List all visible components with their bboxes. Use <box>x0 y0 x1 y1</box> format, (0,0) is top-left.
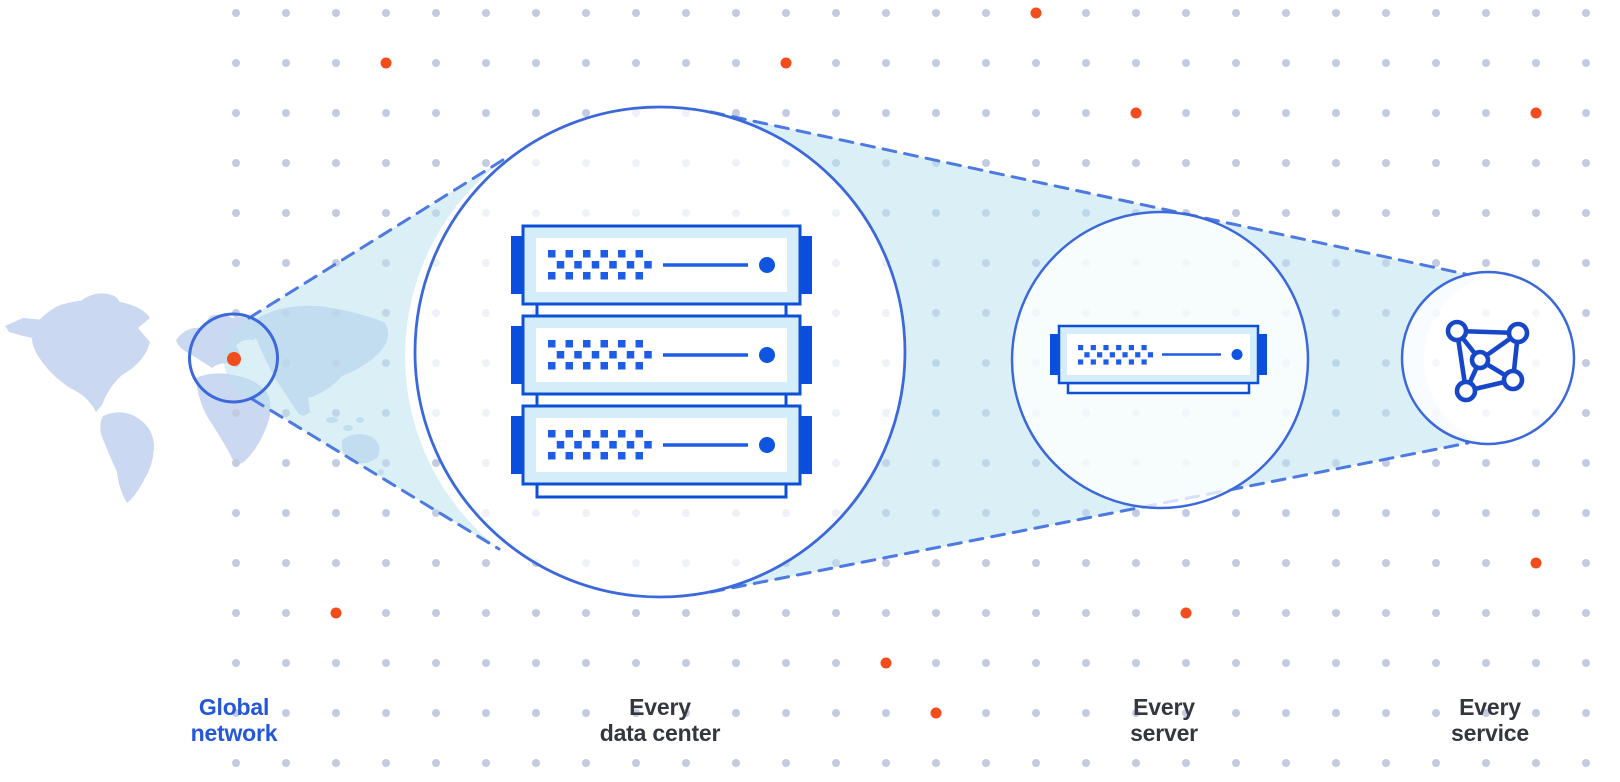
orange-dot <box>1030 7 1042 19</box>
stage-label-line: Every <box>1459 694 1521 720</box>
stage-label-line: Global <box>198 694 270 720</box>
orange-dots <box>330 7 1542 719</box>
stage-label-line: server <box>1130 720 1198 746</box>
map-highlight-dot <box>227 352 241 366</box>
orange-dot <box>930 707 942 719</box>
stage-label-line: Every <box>629 694 691 720</box>
stage-label-every-data-center: Every data center <box>550 694 770 746</box>
zoom-cone-left <box>223 158 506 549</box>
orange-dot <box>1530 557 1542 569</box>
server-unit-icon <box>1050 324 1267 395</box>
dashed-line-top-left <box>247 156 508 320</box>
orange-dot <box>380 57 392 69</box>
map-zoom-circle <box>188 312 279 404</box>
dashed-line-bottom-left <box>250 397 501 551</box>
stage-label-line: data center <box>599 720 721 746</box>
map-north-america <box>31 299 150 412</box>
orange-dot <box>330 607 342 619</box>
map-greenland <box>81 293 120 317</box>
stage-label-line: network <box>190 720 278 746</box>
zoom-dashed-lines <box>247 110 1472 594</box>
orange-dot <box>1130 107 1142 119</box>
orange-dot <box>1180 607 1192 619</box>
dashed-line-bottom-right <box>709 441 1470 594</box>
stage-label-line: Every <box>1133 694 1195 720</box>
map-south-america <box>100 412 154 503</box>
dashed-line-top-right <box>709 110 1472 277</box>
stage-label-line: service <box>1451 720 1529 746</box>
server-rack-icon <box>511 224 812 499</box>
mesh-network-icon <box>1445 319 1530 403</box>
stage-label-every-service: Every service <box>1380 694 1600 746</box>
orange-dot <box>1530 107 1542 119</box>
orange-dot <box>880 657 892 669</box>
stage-label-every-server: Every server <box>1054 694 1274 746</box>
stage-label-global-network: Global network <box>124 694 344 746</box>
orange-dot <box>780 57 792 69</box>
